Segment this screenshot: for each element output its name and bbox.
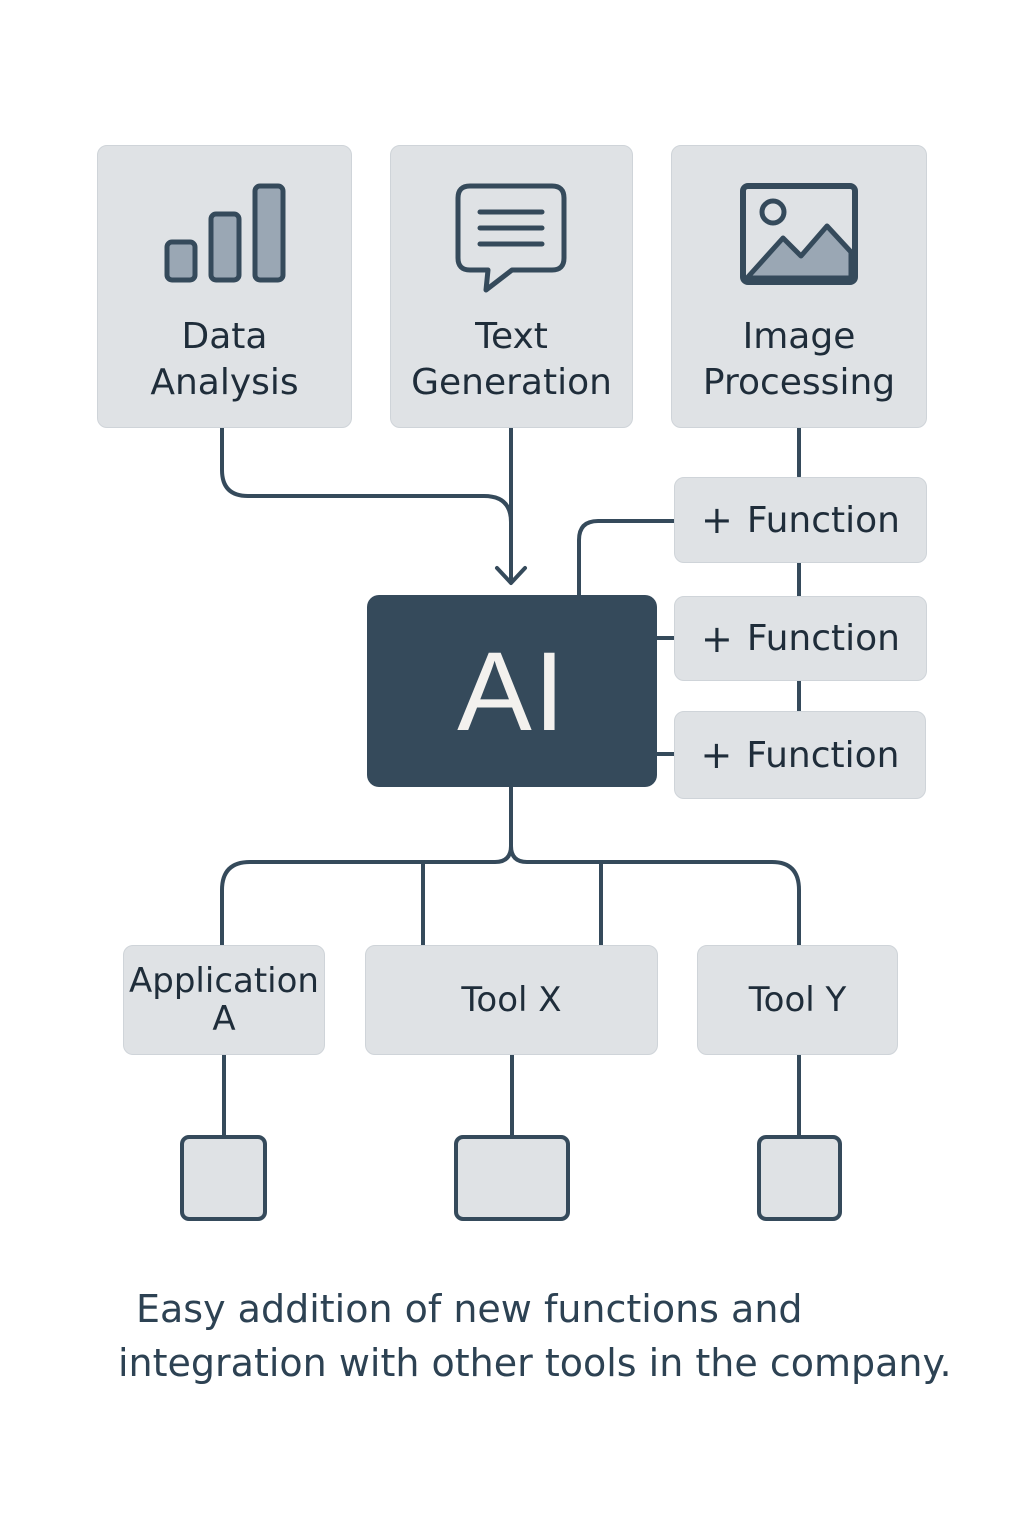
chat-bubble-icon (455, 183, 566, 293)
function-label: Function (746, 499, 900, 541)
output-tool-x: Tool X (365, 945, 658, 1055)
function-label: Function (746, 618, 900, 659)
output-label: Application A (129, 961, 319, 1039)
plus-icon: + (701, 616, 733, 661)
caption: Easy addition of new functions and integ… (118, 1282, 998, 1390)
connector-ai-down (220, 785, 513, 948)
leaf-node-2 (454, 1135, 570, 1221)
input-label: Image Processing (702, 316, 896, 403)
ai-core-label: AI (457, 628, 567, 754)
ai-core-box: AI (367, 595, 657, 787)
output-application-a: Application A (123, 945, 325, 1055)
connector-ai-function-1 (577, 519, 676, 597)
connector-ai-right (509, 844, 801, 948)
input-label: Text Generation (411, 316, 612, 403)
caption-line-1: Easy addition of new functions and (136, 1287, 803, 1331)
input-image-processing: Image Processing (671, 145, 927, 428)
arrow-head (495, 566, 527, 585)
caption-line-2: integration with other tools in the comp… (118, 1341, 952, 1385)
function-label: Function (746, 734, 900, 776)
image-icon (740, 183, 858, 285)
leaf-node-3 (757, 1135, 842, 1221)
plus-icon: + (701, 498, 733, 542)
input-data-analysis: Data Analysis (97, 145, 352, 428)
function-box-1: + Function (674, 477, 927, 563)
bar-chart-icon (164, 183, 285, 283)
input-text-generation: Text Generation (390, 145, 633, 428)
output-label: Tool X (461, 980, 562, 1020)
output-tool-y: Tool Y (697, 945, 898, 1055)
output-label: Tool Y (748, 980, 847, 1020)
plus-icon: + (700, 733, 733, 777)
input-label: Data Analysis (150, 316, 299, 403)
leaf-node-1 (180, 1135, 267, 1221)
function-box-2: + Function (674, 596, 927, 681)
connector-data-analysis (220, 426, 513, 584)
function-box-3: + Function (674, 711, 926, 799)
